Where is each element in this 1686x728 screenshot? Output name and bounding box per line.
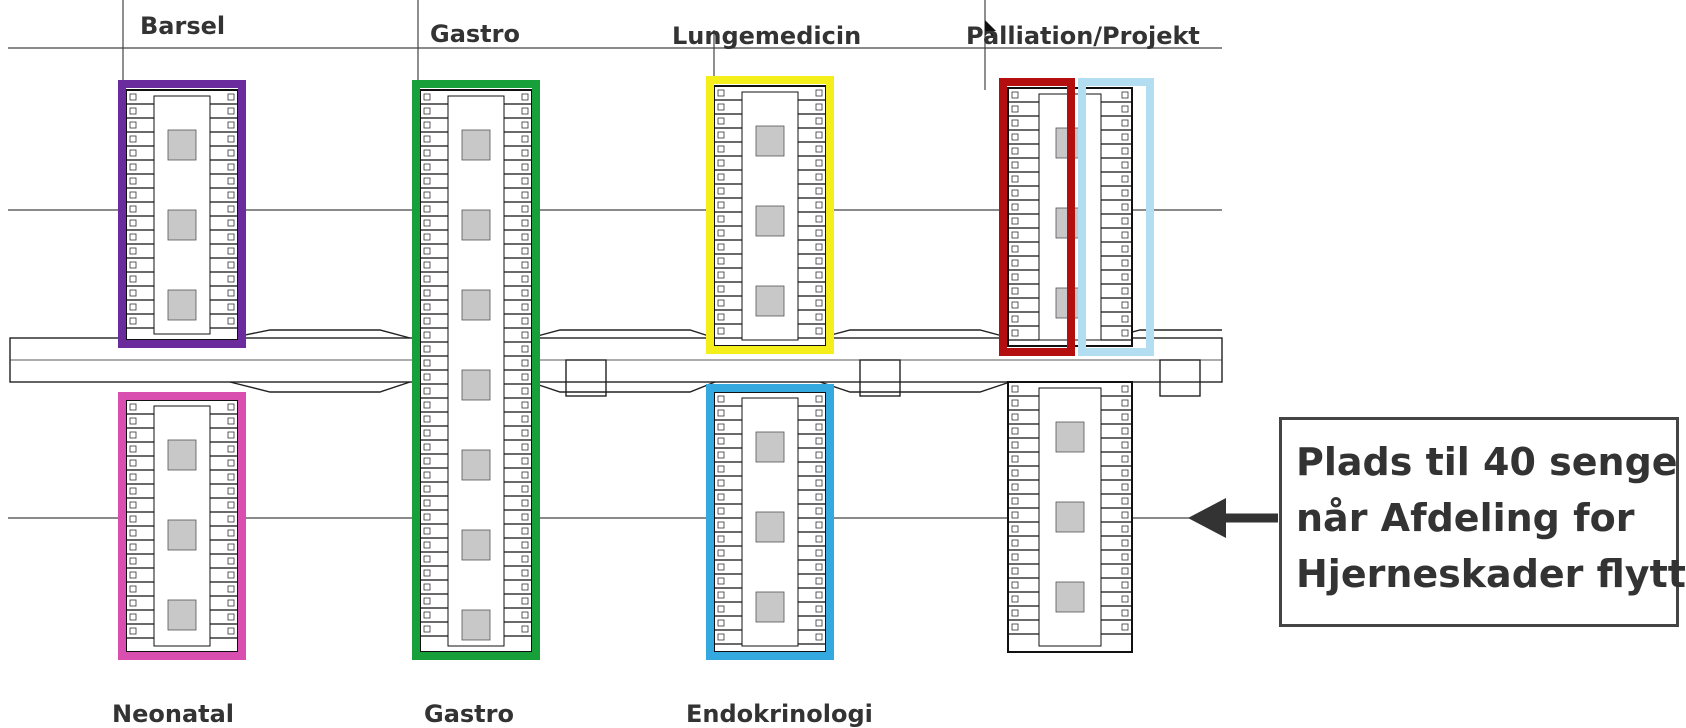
info-line-1: Plads til 40 senge: [1296, 440, 1678, 484]
label-barsel: Barsel: [140, 12, 226, 40]
frame-palliation: [999, 78, 1075, 356]
label-palliation-projekt: Palliation/Projekt: [966, 22, 1200, 50]
info-box: Plads til 40 senge når Afdeling for Hjer…: [1279, 417, 1686, 627]
frame-projekt: [1078, 78, 1154, 356]
info-line-3: Hjerneskader flytter: [1296, 552, 1686, 596]
label-neonatal: Neonatal: [112, 700, 235, 728]
building-wings: [125, 85, 1133, 653]
frame-neonatal: [118, 392, 246, 660]
info-line-2: når Afdeling for: [1296, 496, 1635, 540]
label-gastro-top: Gastro: [430, 20, 520, 48]
department-frames: [118, 76, 1154, 660]
label-endokrinologi: Endokrinologi: [686, 700, 873, 728]
label-gastro-bottom: Gastro: [424, 700, 514, 728]
arrow: [1188, 498, 1278, 538]
label-lungemedicin: Lungemedicin: [672, 22, 862, 50]
frame-lungemedicin: [706, 76, 834, 354]
frame-endokrinologi: [706, 384, 834, 660]
frame-barsel: [118, 80, 246, 348]
cursor-icon: [985, 20, 996, 38]
frame-gastro: [412, 80, 540, 660]
